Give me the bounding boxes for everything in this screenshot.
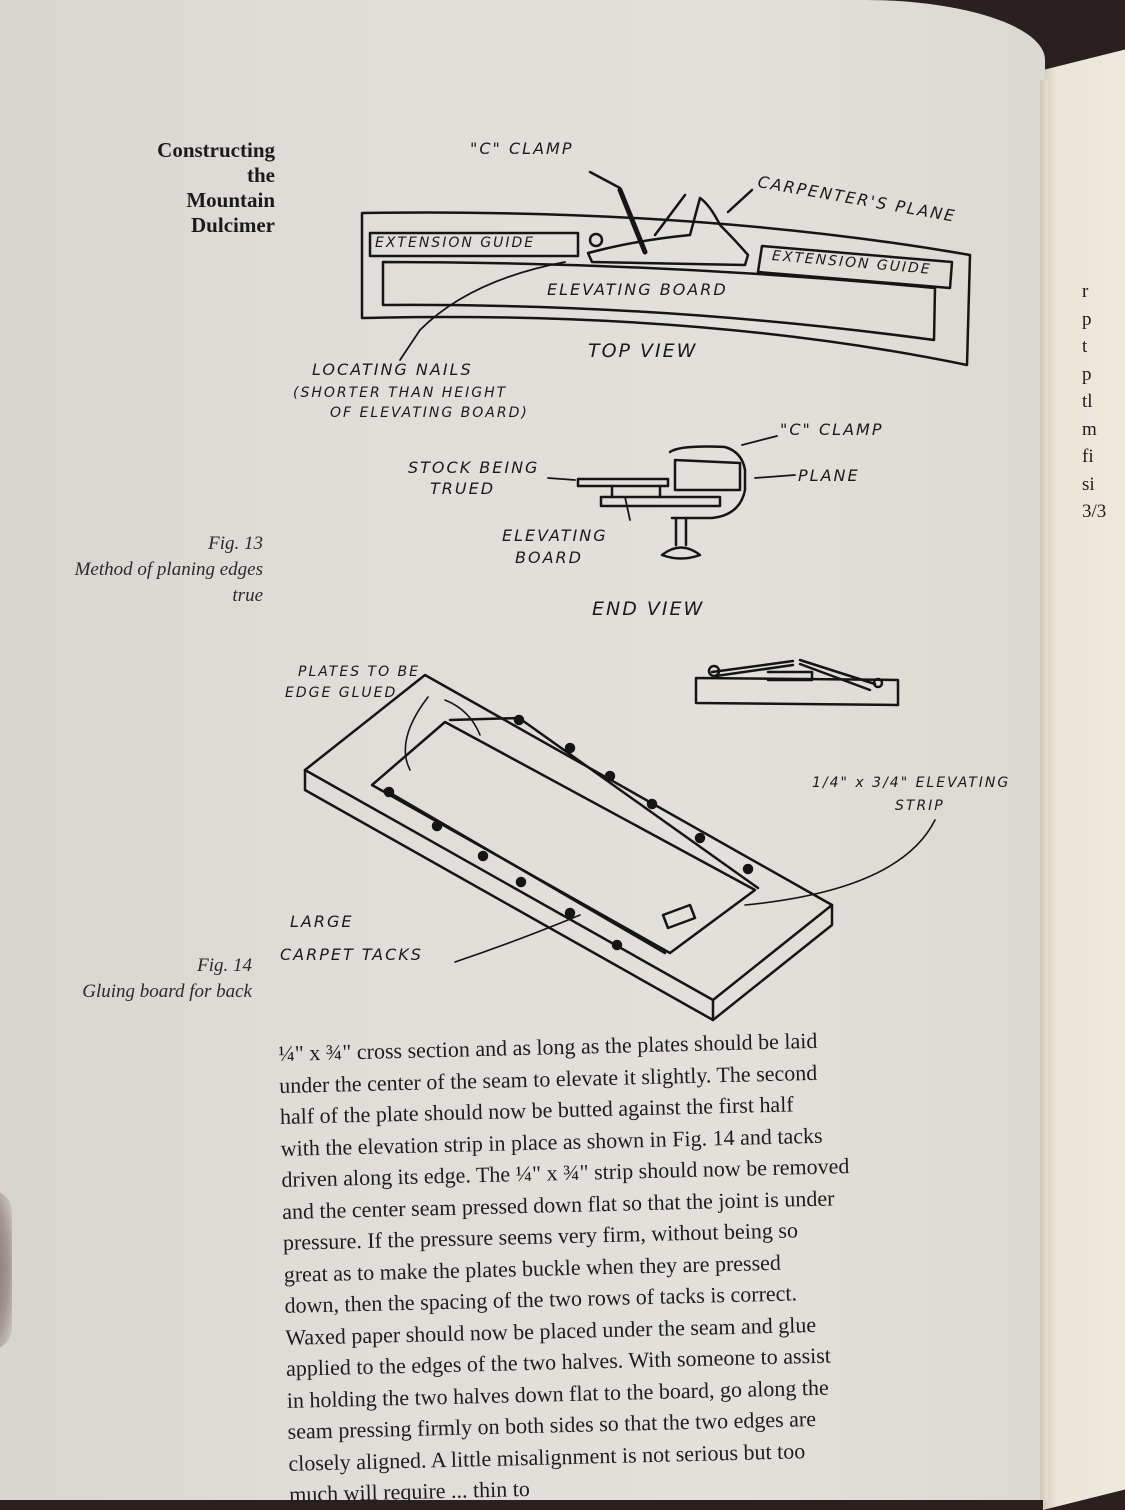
facing-page-text: r p t p tl m fi si 3/3 (1082, 278, 1106, 526)
text-fragment: 3/3 (1082, 501, 1107, 522)
running-head-line: Dulcimer (191, 213, 275, 237)
caption-line: Method of planing edges (74, 559, 263, 580)
label-carpet-tacks: LARGE (290, 912, 354, 931)
text-fragment: si (1082, 473, 1095, 495)
text-fragment: fi (1082, 446, 1094, 467)
text-fragment: t (1082, 336, 1088, 357)
label-plane: PLANE (798, 466, 860, 485)
text-fragment: tl (1082, 391, 1093, 412)
label-c-clamp: "C" CLAMP (470, 139, 574, 158)
text-fragment: p (1082, 308, 1092, 330)
running-head-line: Mountain (186, 188, 275, 212)
end-view-drawing (547, 435, 796, 560)
label-elevating-board-end: ELEVATING (502, 526, 608, 545)
top-view-drawing (360, 170, 972, 367)
figure-number: Fig. 14 (197, 955, 252, 976)
label-elevating-strip: STRIP (895, 798, 945, 814)
figure-number: Fig. 13 (208, 533, 263, 554)
running-head: Constructing the Mountain Dulcimer (157, 138, 275, 238)
label-elevating-strip: 1/4" x 3/4" ELEVATING (812, 775, 1011, 791)
gluing-board-end-sketch (694, 658, 900, 707)
label-stock-being-trued: TRUED (430, 479, 496, 498)
figure-13-caption: Fig. 13 Method of planing edges true (75, 531, 263, 609)
label-stock-being-trued: STOCK BEING (408, 458, 540, 477)
label-c-clamp-end: "C" CLAMP (780, 420, 884, 439)
top-view-title: TOP VIEW (588, 340, 698, 362)
label-locating-nails-note: (SHORTER THAN HEIGHT (293, 385, 508, 401)
figure-14-caption: Fig. 14 Gluing board for back (82, 953, 252, 1005)
text-fragment: m (1082, 418, 1097, 440)
gluing-board-drawing (303, 673, 936, 1022)
text-fragment: r (1082, 281, 1089, 302)
label-extension-guide-left: EXTENSION GUIDE (375, 235, 536, 251)
label-locating-nails-note: OF ELEVATING BOARD) (330, 405, 529, 421)
label-plates-to-be-glued: PLATES TO BE (298, 664, 421, 680)
label-carpet-tacks: CARPET TACKS (280, 945, 423, 964)
end-view-title: END VIEW (592, 598, 705, 620)
caption-line: true (232, 585, 263, 606)
text-fragment: p (1082, 363, 1092, 385)
caption-line: Gluing board for back (82, 981, 252, 1002)
book-gutter (1040, 80, 1048, 1500)
label-elevating-board: ELEVATING BOARD (547, 280, 728, 299)
label-plates-to-be-glued: EDGE GLUED (285, 685, 398, 701)
label-locating-nails: LOCATING NAILS (312, 360, 473, 379)
book-page (0, 0, 1045, 1500)
thumb (0, 1190, 12, 1350)
running-head-line: the (247, 163, 275, 187)
running-head-line: Constructing (157, 138, 275, 162)
label-elevating-board-end: BOARD (515, 548, 583, 567)
body-paragraph: ¼" x ¾" cross section and as long as the… (278, 1021, 979, 1510)
